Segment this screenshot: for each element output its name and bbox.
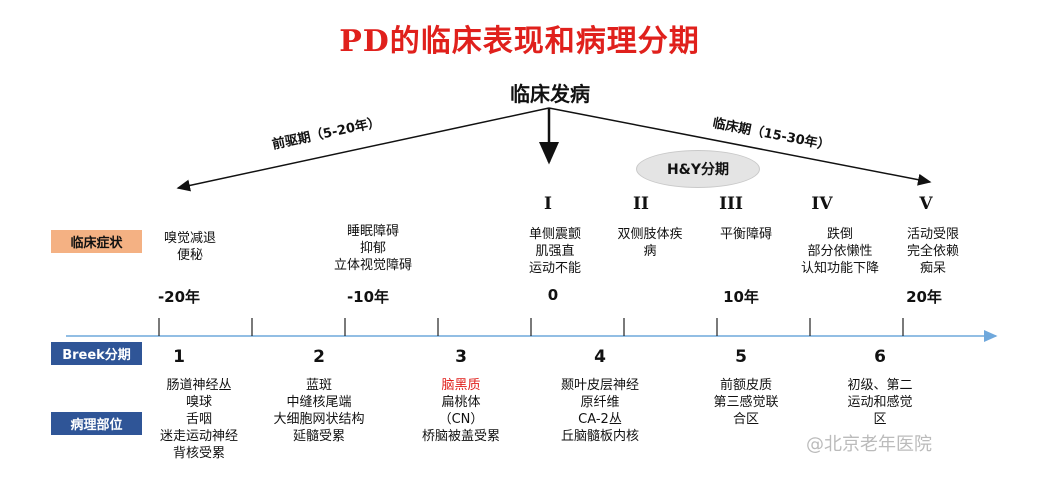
pathology-sites-stage-1: 肠道神经丛 嗅球 舌咽 迷走运动神经 背核受累 xyxy=(144,377,254,462)
hy-stage-5: V xyxy=(919,194,933,214)
site-text: 丘脑髓板内核 xyxy=(560,429,639,444)
pathology-sites-stage-2: 蓝斑 中缝核尾端 大细胞网状结构 延髓受累 xyxy=(256,377,382,445)
site-text: 迷走运动神经 xyxy=(159,429,238,444)
symptoms-hy-3: 平衡障碍 xyxy=(719,227,772,242)
site-text: 大细胞网状结构 xyxy=(273,412,365,427)
hy-staging-ellipse: H&Y分期 xyxy=(636,150,760,188)
symptoms-prodromal-early: 嗅觉减退 便秘 xyxy=(163,231,216,263)
site-text: 延髓受累 xyxy=(292,429,345,444)
prodromal-arrow xyxy=(176,107,550,192)
site-text: 初级、第二 xyxy=(847,378,913,393)
symptoms-hy-1: 单侧震颤 肌强直 运动不能 xyxy=(528,227,581,276)
hy-stage-4: IV xyxy=(811,194,833,214)
site-text: 背核受累 xyxy=(172,446,225,461)
hy-stage-3: III xyxy=(719,194,743,214)
site-text: 运动和感觉 xyxy=(847,395,913,410)
breek-stage-2: 2 xyxy=(313,347,325,367)
breek-stage-3: 3 xyxy=(455,347,467,367)
symptoms-prodromal-late: 睡眠障碍 抑郁 立体视觉障碍 xyxy=(333,224,412,273)
site-text: 合区 xyxy=(732,412,759,427)
site-text-highlight: 脑黑质 xyxy=(441,378,481,393)
pathology-sites-stage-3: 脑黑质 扁桃体 （CN） 桥脑被盖受累 xyxy=(406,377,516,445)
watermark: @北京老年医院 xyxy=(806,434,932,455)
site-text: 第三感觉联 xyxy=(713,395,779,410)
site-text: 前额皮质 xyxy=(719,378,772,393)
hy-staging-label: H&Y分期 xyxy=(666,162,730,178)
breek-stage-4: 4 xyxy=(594,347,606,367)
pathology-sites-stage-4: 颞叶皮层神经 原纤维 CA-2丛 丘脑髓板内核 xyxy=(545,377,655,445)
breek-stage-label: Breek分期 xyxy=(51,342,142,365)
site-text: 肠道神经丛 xyxy=(166,378,232,393)
site-text: 颞叶皮层神经 xyxy=(560,378,639,393)
symptoms-hy-4: 跌倒 部分依懒性 认知功能下降 xyxy=(800,227,879,276)
axis-ticks xyxy=(158,318,904,336)
page-title: PD的临床表现和病理分期 xyxy=(339,24,700,59)
site-text: 原纤维 xyxy=(580,395,620,410)
site-text: CA-2丛 xyxy=(578,412,622,427)
clinical-arrow xyxy=(548,107,932,186)
site-text: 嗅球 xyxy=(185,395,212,410)
breek-stage-1: 1 xyxy=(173,347,185,367)
site-text: 桥脑被盖受累 xyxy=(421,429,500,444)
site-text: 舌咽 xyxy=(185,412,212,427)
year-minus-10: -10年 xyxy=(346,288,390,306)
symptoms-hy-5: 活动受限 完全依赖 痴呆 xyxy=(906,227,959,276)
hy-stage-1: I xyxy=(544,194,552,214)
site-text: 扁桃体 xyxy=(441,395,481,410)
year-10: 10年 xyxy=(723,288,759,306)
year-minus-20: -20年 xyxy=(157,288,201,306)
clinical-onset-label: 临床发病 xyxy=(510,82,590,106)
site-text: 区 xyxy=(873,412,887,427)
breek-stage-6: 6 xyxy=(874,347,886,367)
hy-stage-2: II xyxy=(633,194,649,214)
breek-stage-5: 5 xyxy=(735,347,747,367)
site-text: 中缝核尾端 xyxy=(286,395,352,410)
pathology-sites-stage-5: 前额皮质 第三感觉联 合区 xyxy=(696,377,796,428)
year-20: 20年 xyxy=(906,288,942,306)
symptoms-hy-2: 双侧肢体疾 病 xyxy=(617,227,683,259)
site-text: （CN） xyxy=(438,412,484,427)
year-0: 0 xyxy=(547,286,559,304)
pathology-site-label: 病理部位 xyxy=(51,412,142,435)
site-text: 蓝斑 xyxy=(305,378,332,393)
pathology-sites-stage-6: 初级、第二 运动和感觉 区 xyxy=(830,377,930,428)
clinical-symptoms-label: 临床症状 xyxy=(51,230,142,253)
